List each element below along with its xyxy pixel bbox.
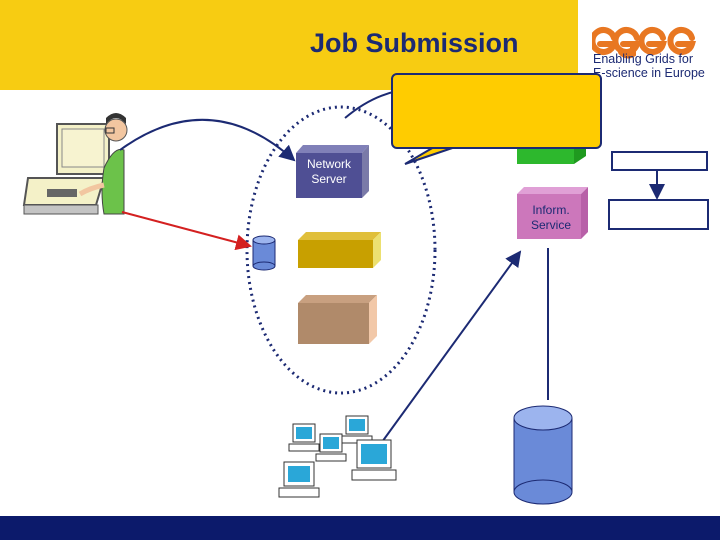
- resource-broker-ellipse: [245, 105, 437, 395]
- arrow-input-sandbox: [121, 211, 252, 251]
- logo-tagline-line1: Enabling Grids for: [593, 52, 694, 66]
- inform-service-label: Inform. Service: [518, 203, 584, 233]
- footer-band: [0, 516, 720, 540]
- ce-computer-1: [288, 423, 320, 452]
- page-title: Job Submission: [310, 28, 519, 58]
- ce-computer-4: [278, 461, 320, 498]
- outline-box-bottom: [608, 199, 709, 230]
- arrow-submit-to-network-server: [119, 118, 296, 162]
- workload-manager-box: [298, 232, 381, 268]
- network-server-box: [296, 145, 369, 198]
- storage-database-icon: [513, 405, 573, 505]
- arrow-ce-to-inform-service: [381, 250, 522, 443]
- ce-computer-5: [351, 439, 397, 481]
- ce-computer-2: [315, 433, 347, 462]
- egee-logo: [592, 27, 696, 59]
- network-server-label-line2: Server: [311, 172, 347, 186]
- network-server-label-line1: Network: [306, 157, 351, 171]
- network-server-label: Network Server: [297, 157, 361, 187]
- egee-wordmark: [592, 27, 696, 59]
- outline-box-top: [611, 151, 708, 171]
- database-icon: [252, 235, 276, 271]
- inform-service-box: [517, 187, 588, 239]
- logo-tagline-line2: E-science in Europe: [593, 66, 705, 80]
- callout-bubble: [391, 73, 602, 149]
- inform-service-label-line2: Service: [530, 218, 571, 232]
- job-controller-box: [298, 295, 377, 344]
- inform-service-label-line1: Inform.: [532, 203, 570, 217]
- computing-element-icon: [278, 415, 397, 498]
- user-at-computer-icon: [22, 113, 128, 215]
- logo-tagline: Enabling Grids for E-science in Europe: [593, 52, 705, 80]
